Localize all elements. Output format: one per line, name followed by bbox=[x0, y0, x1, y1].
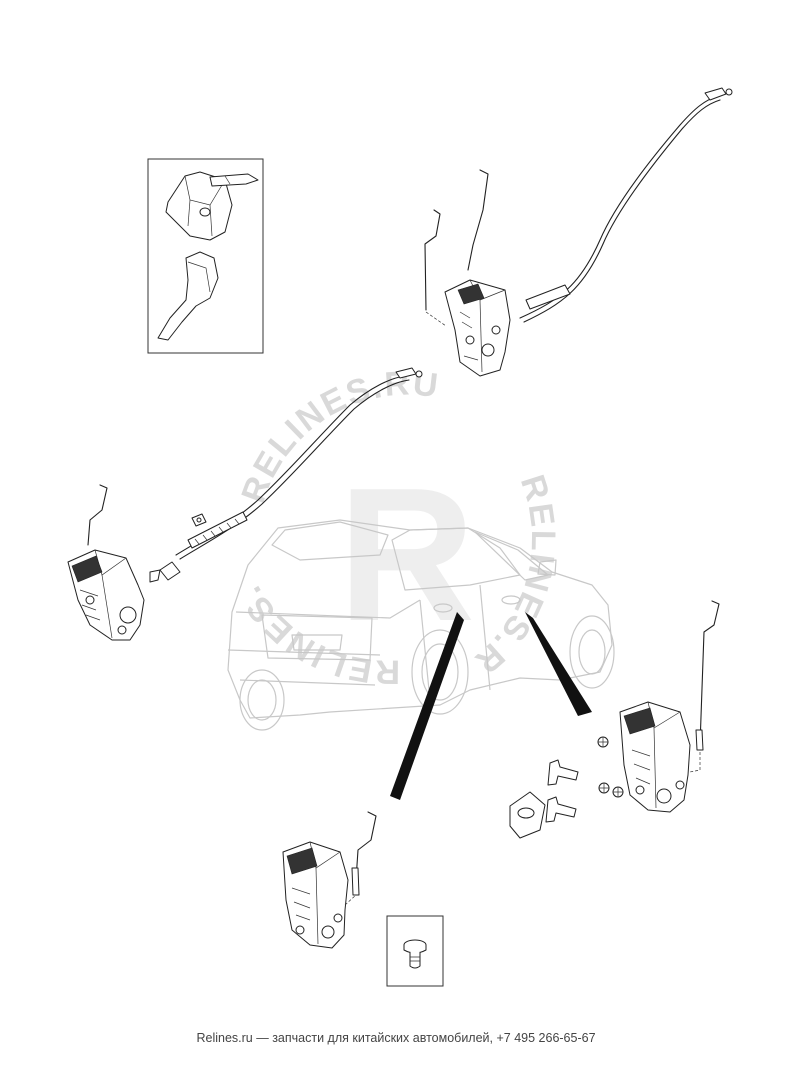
front-door-lock-assembly-upper bbox=[424, 87, 733, 377]
front-door-lock-lower bbox=[509, 600, 720, 839]
rear-door-lock-assembly-left bbox=[67, 367, 423, 641]
pointer-wedges bbox=[390, 612, 592, 800]
handle-detail-inset bbox=[147, 158, 264, 354]
footer-site-link[interactable]: Relines.ru bbox=[196, 1031, 253, 1045]
rear-door-lock-lower bbox=[282, 811, 377, 949]
pointer-rear-door bbox=[390, 612, 464, 800]
footer: Relines.ru — запчасти для китайских авто… bbox=[0, 1031, 792, 1045]
pointer-front-door bbox=[525, 612, 592, 716]
footer-text: — запчасти для китайских автомобилей, +7… bbox=[252, 1031, 596, 1045]
car-outline bbox=[227, 519, 615, 731]
bolt-inset bbox=[386, 915, 444, 987]
